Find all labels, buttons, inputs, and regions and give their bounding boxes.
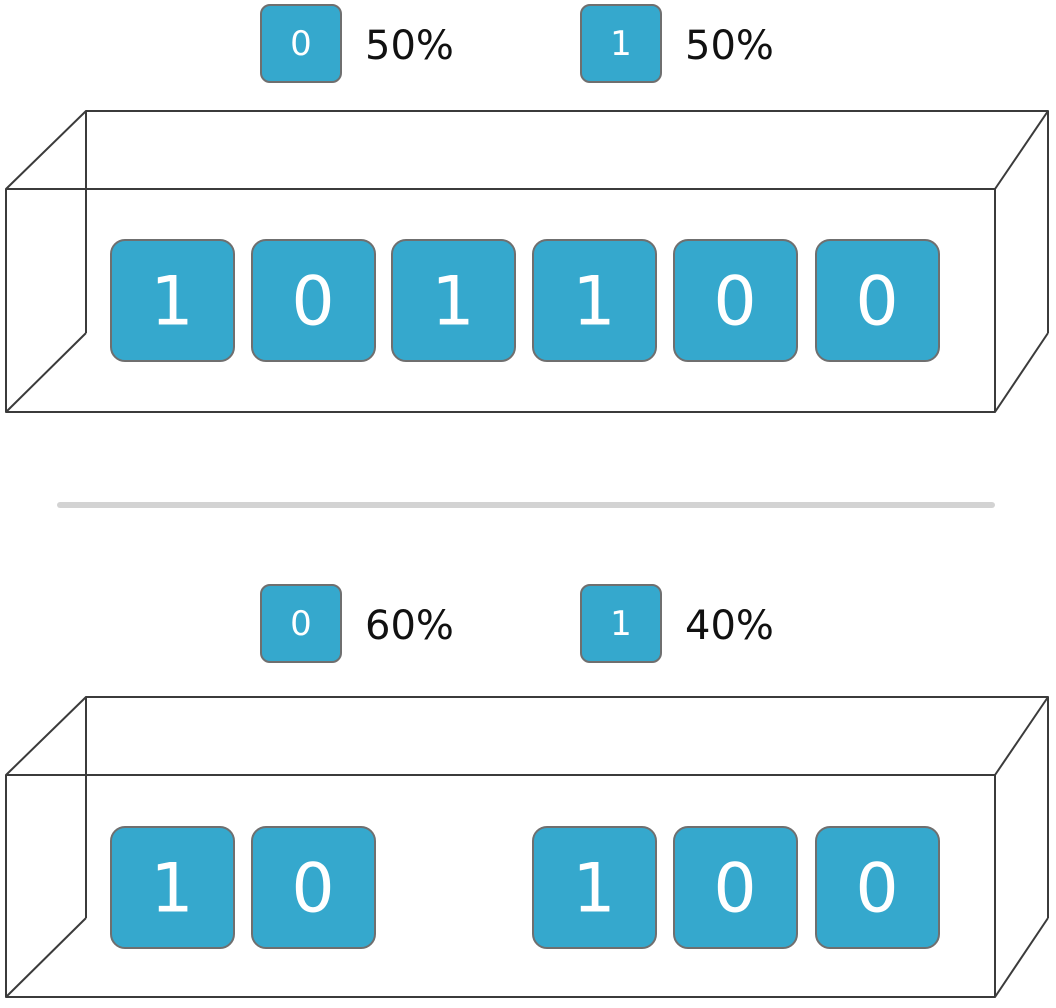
legend-chip-one bbox=[580, 584, 662, 663]
legend-chip-one bbox=[580, 4, 662, 83]
legend-chip-zero bbox=[260, 4, 342, 83]
legend-chip-label: 0 bbox=[290, 604, 312, 644]
bit-tile-label: 0 bbox=[713, 263, 756, 342]
box-edge bbox=[994, 110, 1049, 190]
bit-tile bbox=[673, 826, 798, 949]
legend-chip-zero bbox=[260, 584, 342, 663]
bit-tile-label: 1 bbox=[150, 263, 193, 342]
legend-item-zero: 0 60% bbox=[260, 584, 454, 663]
bit-tile bbox=[251, 826, 376, 949]
panel-2-legend: 0 60% 1 40% bbox=[260, 584, 774, 663]
legend-percent: 40% bbox=[685, 603, 774, 649]
bit-tile-label: 1 bbox=[150, 850, 193, 929]
bit-tile-label: 0 bbox=[855, 263, 898, 342]
box-edge bbox=[5, 696, 87, 776]
panel-2-box bbox=[5, 696, 1049, 998]
bit-tile-label: 1 bbox=[572, 850, 615, 929]
legend-percent: 60% bbox=[365, 603, 454, 649]
bit-tile bbox=[391, 239, 516, 362]
legend-chip-label: 1 bbox=[610, 604, 632, 644]
box-front-face bbox=[5, 774, 996, 998]
bit-tile bbox=[110, 239, 235, 362]
legend-percent: 50% bbox=[685, 23, 774, 69]
bit-tile bbox=[110, 826, 235, 949]
bit-tile bbox=[251, 239, 376, 362]
bit-tile-label: 0 bbox=[713, 850, 756, 929]
legend-item-zero: 0 50% bbox=[260, 4, 454, 83]
bit-tile bbox=[815, 826, 940, 949]
bit-tile bbox=[815, 239, 940, 362]
legend-item-one: 1 50% bbox=[580, 4, 774, 83]
legend-chip-label: 1 bbox=[610, 24, 632, 64]
box-edge bbox=[5, 110, 87, 190]
box-edge bbox=[994, 917, 1049, 998]
box-edge bbox=[994, 696, 1049, 776]
box-edge bbox=[5, 332, 87, 413]
panel-1: 0 50% 1 50% 1 0 1 bbox=[5, 4, 1049, 413]
bit-tile bbox=[532, 239, 657, 362]
bit-tile-label: 0 bbox=[291, 850, 334, 929]
box-front-face bbox=[5, 188, 996, 413]
panel-2-tiles: 1 0 1 0 0 bbox=[110, 826, 940, 949]
panel-1-tiles: 1 0 1 1 0 0 bbox=[110, 239, 940, 362]
bit-tile-label: 0 bbox=[855, 850, 898, 929]
box-back-face bbox=[85, 696, 1049, 918]
panel-1-box bbox=[5, 110, 1049, 413]
legend-percent: 50% bbox=[365, 23, 454, 69]
panel-1-legend: 0 50% 1 50% bbox=[260, 4, 774, 83]
bit-tile bbox=[532, 826, 657, 949]
bit-tile bbox=[673, 239, 798, 362]
box-edge bbox=[994, 332, 1049, 413]
legend-chip-label: 0 bbox=[290, 24, 312, 64]
panel-2: 0 60% 1 40% 1 0 1 0 bbox=[5, 584, 1049, 998]
bit-tile-label: 0 bbox=[291, 263, 334, 342]
bit-tile-label: 1 bbox=[431, 263, 474, 342]
box-back-face bbox=[85, 110, 1049, 333]
box-edge bbox=[5, 917, 87, 998]
bit-tile-label: 1 bbox=[572, 263, 615, 342]
legend-item-one: 1 40% bbox=[580, 584, 774, 663]
